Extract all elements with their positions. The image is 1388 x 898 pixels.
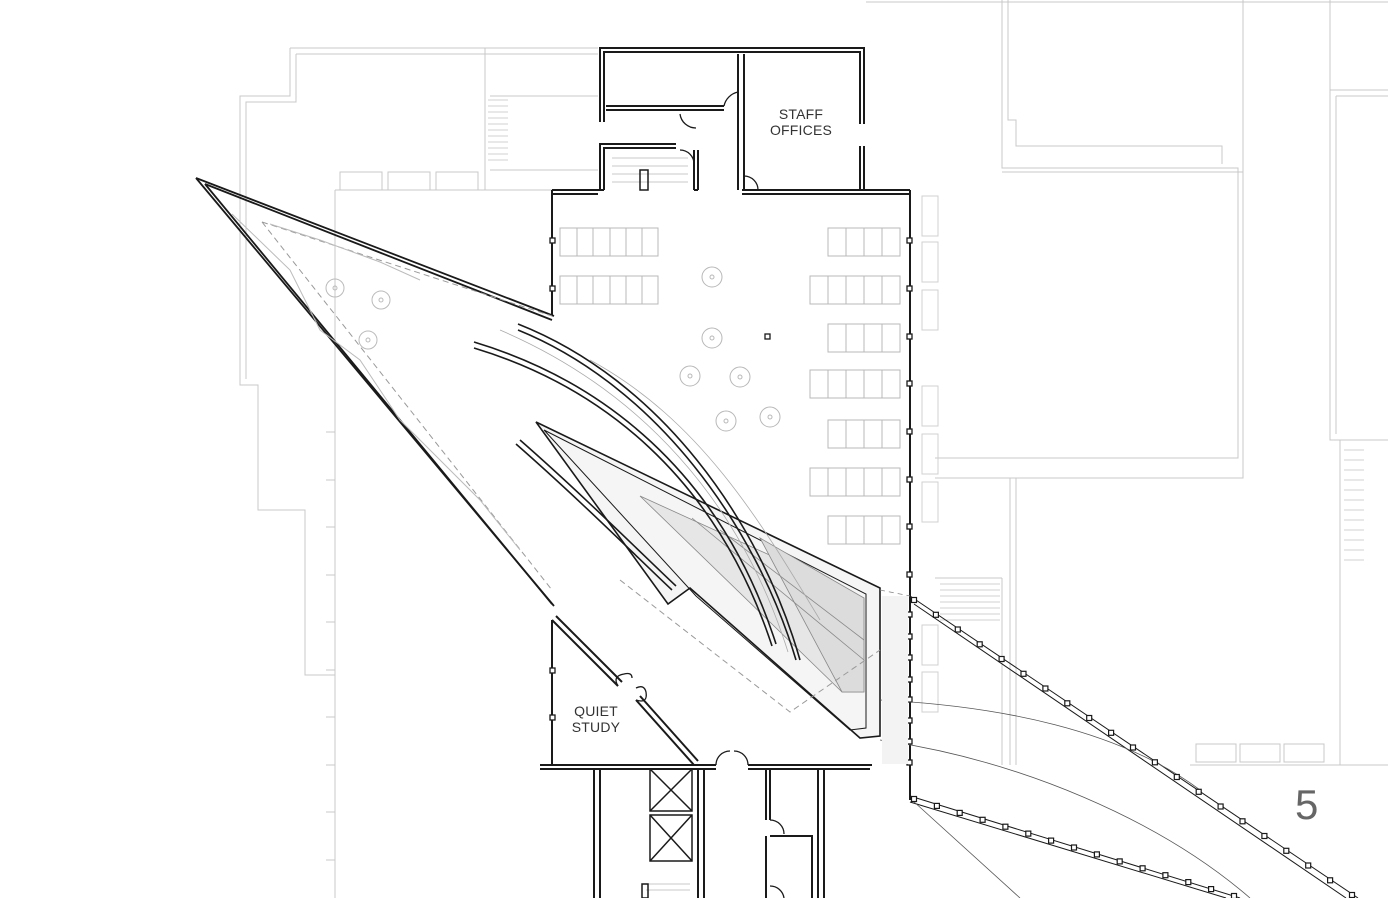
wedge-seating <box>231 213 521 551</box>
wedge-walls <box>195 177 555 607</box>
bridge-stud-south <box>1207 885 1215 893</box>
bridge-stud-south <box>1185 878 1192 886</box>
bridge-stud-north <box>1283 847 1290 854</box>
context-right <box>866 0 1388 766</box>
bridge-studs <box>910 596 1356 898</box>
bridge-stud-south <box>1230 892 1238 898</box>
bridge-stud-south <box>979 816 986 823</box>
staff-offices-walls <box>552 47 910 195</box>
bridge-stud-north <box>1326 877 1334 884</box>
bridge-stud-north <box>1305 862 1312 869</box>
elevator-shafts <box>649 768 693 862</box>
bridge-stud-north <box>932 611 940 618</box>
bridge-stud-north <box>1239 818 1246 825</box>
quiet-study-walls <box>551 615 699 766</box>
bridge-stud-north <box>954 626 961 633</box>
quiet-study-label: QUIET STUDY <box>556 703 636 735</box>
ramp-curves <box>473 323 801 661</box>
sheet-number: 5 <box>1295 781 1319 828</box>
ramp-thin-lines <box>499 329 821 653</box>
bridge-stud-south <box>1116 858 1123 865</box>
bridge-stud-north <box>1086 714 1093 722</box>
reading-tables <box>559 227 901 545</box>
stair-south <box>641 883 690 898</box>
bridge-stud-south <box>1139 865 1146 872</box>
staff-offices-label-line2: OFFICES <box>769 122 833 138</box>
bridge-stud-south <box>933 802 941 810</box>
bridge-stud-south <box>1002 823 1009 830</box>
lounge-tables <box>679 266 781 432</box>
bridge-stud-north <box>1107 729 1115 736</box>
void-dashed-edge <box>619 579 881 713</box>
bridge-stud-north <box>910 596 918 604</box>
staff-offices-label: STAFF OFFICES <box>756 106 846 138</box>
bridge-stud-south <box>1047 837 1055 844</box>
bridge-stud-north <box>1173 773 1180 781</box>
bridge-stud-south <box>1070 844 1078 851</box>
staff-offices-label-line1: STAFF <box>778 106 824 122</box>
bridge-stud-south <box>1025 830 1032 837</box>
bridge-stud-south <box>1162 872 1169 879</box>
bridge-stud-north <box>1064 700 1071 707</box>
bridge-stud-north <box>998 655 1005 663</box>
quiet-study-label-line1: QUIET <box>574 703 618 719</box>
bridge-stud-south <box>910 795 918 803</box>
quiet-study-door <box>615 672 647 702</box>
wedge-inner-line <box>261 221 553 591</box>
staff-offices-doors <box>679 91 759 191</box>
bridge-stud-north <box>976 641 983 648</box>
bridge-stud-north <box>1129 744 1137 751</box>
bridge-stud-north <box>1020 670 1027 677</box>
stair-north <box>612 157 688 191</box>
bridge-stud-north <box>1195 788 1202 795</box>
bridge-stud-south <box>956 809 963 817</box>
bridge-lines <box>879 699 1251 898</box>
bridge-dashed <box>879 589 911 597</box>
bridge-stud-north <box>1151 759 1159 766</box>
south-core-walls <box>540 764 872 898</box>
quiet-study-label-line2: STUDY <box>571 719 621 735</box>
bridge-stud-north <box>1217 803 1224 810</box>
south-core-doors <box>715 750 785 898</box>
bridge-stud-north <box>1042 685 1049 692</box>
context-left <box>239 47 598 898</box>
glazing-strip <box>882 596 908 764</box>
bridge-stud-north <box>1261 832 1268 840</box>
bridge-stud-north <box>1348 891 1356 898</box>
bridge-stud-south <box>1093 851 1101 858</box>
